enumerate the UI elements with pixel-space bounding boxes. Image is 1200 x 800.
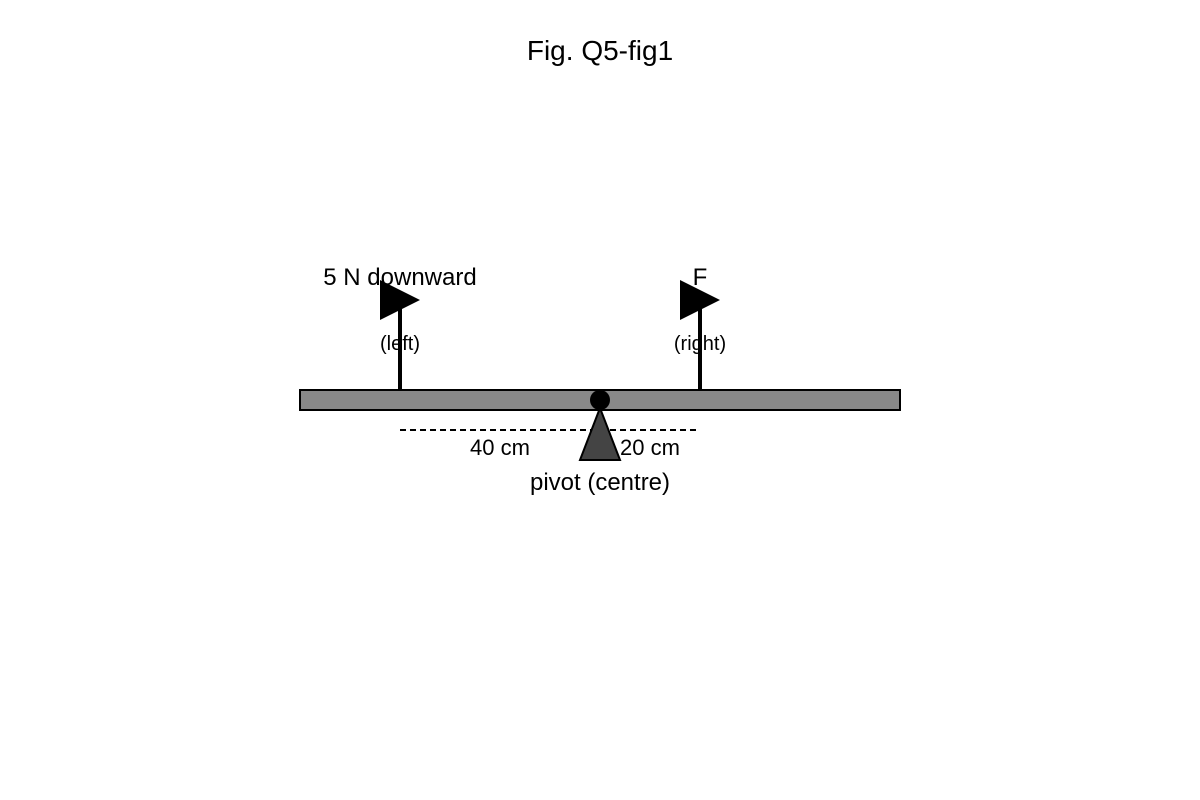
pivot-point: [590, 390, 610, 410]
right-force-side-label: (right): [674, 333, 726, 355]
right-force-arrowhead-icon: [680, 280, 720, 320]
figure-title: Fig. Q5-fig1: [527, 35, 673, 66]
right-force-arrow: [680, 280, 720, 390]
right-force-label: F: [693, 264, 708, 291]
right-distance-label: 20 cm: [620, 435, 680, 460]
pivot-label: pivot (centre): [530, 469, 670, 496]
left-force-side-label: (left): [380, 333, 420, 355]
left-force-label: 5 N downward: [323, 264, 476, 291]
left-distance-label: 40 cm: [470, 435, 530, 460]
left-force-arrow: [380, 280, 420, 390]
fulcrum-triangle: [578, 405, 622, 461]
left-force-arrowhead-icon: [380, 280, 420, 320]
